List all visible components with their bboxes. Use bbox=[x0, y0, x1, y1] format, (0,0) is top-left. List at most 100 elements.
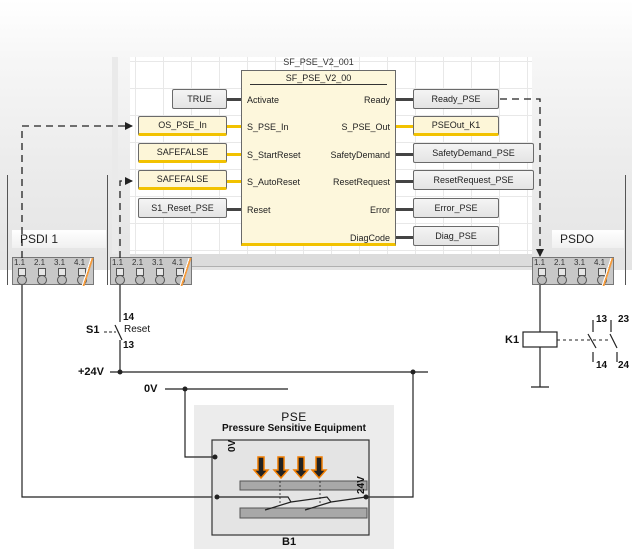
junction-24v-s1 bbox=[117, 369, 123, 375]
wire-diagcode bbox=[396, 236, 413, 239]
wire-safetydemand bbox=[396, 153, 413, 156]
screw-terminal bbox=[17, 275, 27, 285]
terminal-number: 3.1 bbox=[54, 258, 66, 267]
pse-lower-plate bbox=[239, 507, 368, 519]
terminal-number: 4.1 bbox=[594, 258, 606, 267]
terminal-number: 2.1 bbox=[132, 258, 144, 267]
pin-s-startreset: S_StartReset bbox=[247, 150, 301, 160]
psdo-frame-right bbox=[625, 175, 626, 285]
wire-s-startreset bbox=[227, 153, 241, 156]
pin-s-pse-out: S_PSE_Out bbox=[341, 122, 390, 132]
psdi2-terminal-block[interactable]: 1.1 2.1 3.1 4.1 bbox=[110, 257, 192, 286]
terminal-number: 2.1 bbox=[34, 258, 46, 267]
supply-24v-label: +24V bbox=[78, 366, 104, 378]
terminal-2-1[interactable]: 2.1 bbox=[553, 258, 572, 285]
pse-terminal-right bbox=[363, 494, 369, 500]
function-block[interactable]: SF_PSE_V2_00 Activate S_PSE_In S_StartRe… bbox=[241, 70, 396, 246]
wire-s-pse-out bbox=[396, 125, 413, 128]
k1-contact-13: 13 bbox=[596, 314, 608, 325]
terminal-number: 1.1 bbox=[14, 258, 26, 267]
wire-resetrequest bbox=[396, 180, 413, 183]
terminal-1-1[interactable]: 1.1 bbox=[533, 258, 552, 285]
terminal-number: 3.1 bbox=[152, 258, 164, 267]
k1-ground bbox=[531, 347, 549, 388]
k1-contact-23-24 bbox=[609, 320, 618, 362]
terminal-2-1[interactable]: 2.1 bbox=[131, 258, 150, 285]
screw-terminal bbox=[37, 275, 47, 285]
pin-s-pse-in: S_PSE_In bbox=[247, 122, 289, 132]
pressure-arrows bbox=[252, 456, 328, 480]
s1-contact bbox=[114, 324, 123, 341]
wire-psdi-to-pse bbox=[21, 285, 217, 498]
pin-reset: Reset bbox=[247, 205, 271, 215]
terminal-number: 4.1 bbox=[172, 258, 184, 267]
wire-24v-to-pse bbox=[366, 372, 414, 498]
screw-terminal bbox=[557, 275, 567, 285]
terminal-number: 4.1 bbox=[74, 258, 86, 267]
pse-subtitle: Pressure Sensitive Equipment bbox=[222, 423, 366, 434]
psdi-frame-right bbox=[107, 175, 108, 285]
screw-terminal bbox=[537, 275, 547, 285]
pin-activate: Activate bbox=[247, 95, 280, 105]
input-variable-os-pse-in[interactable]: OS_PSE_In bbox=[138, 116, 227, 136]
psdo-terminal-block[interactable]: 1.1 2.1 3.1 4.1 bbox=[532, 257, 614, 286]
fb-type-name: SF_PSE_V2_00 bbox=[250, 73, 387, 85]
terminal-3-1[interactable]: 3.1 bbox=[53, 258, 72, 285]
wire-s-pse-in bbox=[227, 125, 241, 128]
pressure-arrow-icon bbox=[292, 456, 310, 480]
pin-s-autoreset: S_AutoReset bbox=[247, 177, 301, 187]
screw-terminal bbox=[115, 275, 125, 285]
output-variable-ready[interactable]: Ready_PSE bbox=[413, 89, 499, 109]
workspace-bottom-strip bbox=[130, 254, 532, 267]
psdi-terminal-block[interactable]: 1.1 2.1 3.1 4.1 bbox=[12, 257, 94, 286]
screw-terminal bbox=[57, 275, 67, 285]
k1-designation: K1 bbox=[505, 334, 520, 346]
mapping-ready-to-psdo bbox=[500, 98, 544, 257]
fb-instance-name: SF_PSE_V2_001 bbox=[283, 57, 354, 67]
pse-title: PSE bbox=[281, 410, 307, 424]
terminal-number: 1.1 bbox=[112, 258, 124, 267]
input-variable-s1-reset[interactable]: S1_Reset_PSE bbox=[138, 198, 227, 218]
mapping-psdi-to-os-pse-in bbox=[21, 122, 133, 258]
input-variable-safefalse-start[interactable]: SAFEFALSE bbox=[138, 143, 227, 163]
psdi-frame-left bbox=[7, 175, 8, 285]
screw-terminal bbox=[135, 275, 145, 285]
screw-terminal bbox=[577, 275, 587, 285]
k1-contact-24: 24 bbox=[618, 360, 630, 371]
terminal-1-1[interactable]: 1.1 bbox=[13, 258, 32, 285]
s1-label: Reset bbox=[124, 324, 151, 335]
pse-pin-0v: 0V bbox=[227, 439, 238, 452]
pin-ready: Ready bbox=[363, 95, 390, 105]
k1-contact-14: 14 bbox=[596, 360, 608, 371]
pin-resetrequest: ResetRequest bbox=[332, 177, 390, 187]
pin-safetydemand: SafetyDemand bbox=[330, 150, 390, 160]
terminal-2-1[interactable]: 2.1 bbox=[33, 258, 52, 285]
psdi-module-label: PSDI 1 bbox=[12, 230, 106, 248]
terminal-3-1[interactable]: 3.1 bbox=[573, 258, 592, 285]
output-variable-safetydemand[interactable]: SafetyDemand_PSE bbox=[413, 143, 534, 163]
output-variable-diag[interactable]: Diag_PSE bbox=[413, 226, 499, 246]
wire-0v-to-pse bbox=[184, 389, 215, 458]
pse-pin-24v: 24V bbox=[356, 476, 367, 494]
terminal-1-1[interactable]: 1.1 bbox=[111, 258, 130, 285]
input-variable-safefalse-auto[interactable]: SAFEFALSE bbox=[138, 170, 227, 190]
k1-coil bbox=[522, 331, 558, 348]
terminal-number: 2.1 bbox=[554, 258, 566, 267]
wire-activate bbox=[227, 98, 241, 101]
output-variable-resetrequest[interactable]: ResetRequest_PSE bbox=[413, 170, 534, 190]
wire-ready bbox=[396, 98, 413, 101]
pse-terminal-0v bbox=[212, 454, 218, 460]
output-variable-pseout-k1[interactable]: PSEOut_K1 bbox=[413, 116, 499, 136]
terminal-3-1[interactable]: 3.1 bbox=[151, 258, 170, 285]
k1-contact-13-14 bbox=[587, 320, 597, 362]
wire-reset bbox=[227, 208, 241, 211]
workspace-rail bbox=[112, 57, 118, 254]
pse-contact-chain bbox=[217, 496, 367, 511]
output-variable-error[interactable]: Error_PSE bbox=[413, 198, 499, 218]
pse-terminal-left bbox=[214, 494, 220, 500]
s1-pin-bottom: 13 bbox=[123, 340, 135, 351]
pressure-arrow-icon bbox=[310, 456, 328, 480]
wire-error bbox=[396, 208, 413, 211]
pse-designation: B1 bbox=[282, 536, 297, 548]
input-variable-true[interactable]: TRUE bbox=[172, 89, 227, 109]
